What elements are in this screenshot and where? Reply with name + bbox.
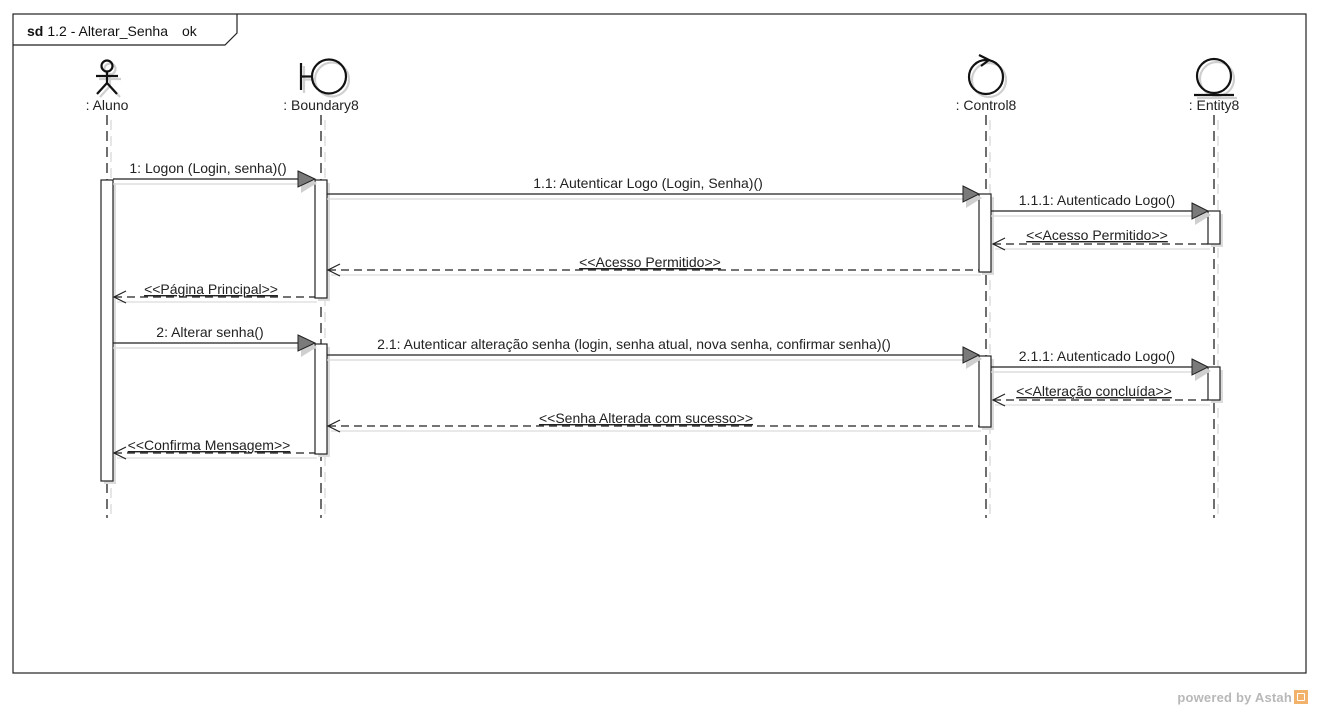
lifeline-label-boundary: : Boundary8 — [283, 97, 359, 113]
entity-icon — [1194, 57, 1237, 100]
message-label-m2: 2: Alterar senha() — [156, 324, 263, 340]
message-label-m211: 2.1.1: Autenticado Logo() — [1019, 348, 1175, 364]
lifeline-label-control: : Control8 — [956, 97, 1017, 113]
boundary-icon — [299, 58, 351, 98]
watermark-text: powered by Astah — [1177, 690, 1292, 705]
message-label-m111: 1.1.1: Autenticado Logo() — [1019, 192, 1175, 208]
activation-entity-2 — [1207, 366, 1221, 401]
message-label-r111: <<Acesso Permitido>> — [1026, 227, 1168, 243]
lifeline-label-entity: : Entity8 — [1189, 97, 1240, 113]
message-label-r2: <<Confirma Mensagem>> — [128, 437, 291, 453]
message-label-m11: 1.1: Autenticar Logo (Login, Senha)() — [533, 175, 763, 191]
actor-icon — [96, 59, 121, 98]
activation-aluno — [100, 179, 114, 482]
activation-boundary-1 — [314, 179, 328, 299]
control-icon — [967, 54, 1008, 99]
message-label-r211: <<Alteração concluída>> — [1016, 383, 1172, 399]
astah-logo-icon — [1294, 690, 1308, 704]
lifeline-label-aluno: : Aluno — [86, 97, 129, 113]
message-label-m21: 2.1: Autenticar alteração senha (login, … — [377, 336, 891, 352]
frame-tab — [13, 14, 238, 46]
powered-by-watermark: powered by Astah — [1177, 690, 1308, 705]
message-label-r11: <<Acesso Permitido>> — [579, 254, 721, 270]
activation-control-1 — [978, 193, 992, 273]
messages: 1: Logon (Login, senha)() 1.1: Autentica… — [112, 160, 1211, 460]
activation-entity-1 — [1207, 210, 1221, 245]
message-label-m1: 1: Logon (Login, senha)() — [129, 160, 286, 176]
activation-control-2 — [978, 355, 992, 428]
diagram-frame — [12, 13, 1307, 674]
message-label-r21: <<Senha Alterada com sucesso>> — [539, 410, 753, 426]
message-label-r1: <<Página Principal>> — [144, 281, 278, 297]
activation-boundary-2 — [314, 343, 328, 455]
activation-bars — [100, 179, 1223, 484]
